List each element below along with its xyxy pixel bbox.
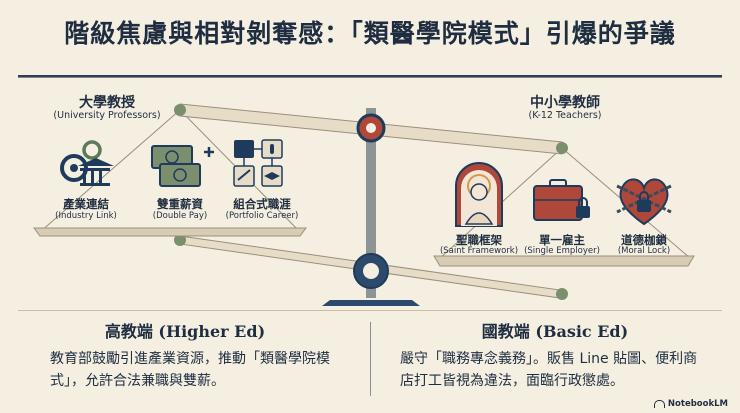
title-rule-thin	[18, 77, 722, 78]
left-pan	[33, 227, 307, 237]
panel-divider	[370, 322, 371, 396]
right-top-knob	[556, 142, 568, 154]
notebook-icon	[653, 399, 665, 408]
item-portfolio-career-sub: (Portfolio Career)	[225, 211, 299, 221]
basic-ed-body: 嚴守「職務專念義務」。販售 Line 貼圖、便利商店打工皆視為違法，面臨行政懲處…	[400, 351, 698, 389]
item-moral-lock-sub: (Moral Lock)	[617, 246, 671, 256]
item-saint-framework-label: 聖職框架	[456, 233, 502, 247]
basic-ed-title: 國教端 (Basic Ed)	[481, 322, 629, 341]
locked-briefcase-icon	[533, 179, 590, 221]
chained-heart-icon	[616, 178, 672, 226]
item-double-pay-label: 雙重薪資	[157, 197, 203, 211]
right-bottom-knob	[556, 288, 568, 300]
higher-ed-body: 教育部鼓勵引進產業資源，推動「類醫學院模式」，允許合法兼職與雙薪。	[50, 351, 330, 389]
section-rule	[18, 310, 722, 311]
scale-post	[366, 108, 376, 298]
page-title: 階級焦慮與相對剝奪感：「類醫學院模式」引爆的爭議	[64, 19, 676, 48]
left-side-title: 大學教授	[79, 95, 135, 111]
item-industry-link-label: 產業連結	[63, 197, 109, 211]
scale-base	[322, 300, 420, 306]
portfolio-grid-icon	[233, 139, 283, 187]
brand-label: NotebookLM	[667, 399, 728, 409]
money-plus-icon	[151, 145, 214, 187]
left-top-knob	[174, 104, 186, 116]
gears-building-icon	[60, 140, 114, 186]
item-saint-framework-sub: (Saint Framework)	[439, 246, 519, 256]
left-bottom-knob	[174, 234, 186, 246]
item-industry-link-sub: (Industry Link)	[55, 211, 117, 221]
right-side-title: 中小學教師	[530, 95, 600, 111]
item-moral-lock-label: 道德枷鎖	[621, 233, 667, 247]
left-side-subtitle: (University Professors)	[53, 110, 161, 121]
item-single-employer-sub: (Single Employer)	[524, 246, 600, 256]
saint-portrait-icon	[455, 162, 503, 227]
right-pan	[433, 255, 695, 267]
basic-ed-panel: 國教端 (Basic Ed) 嚴守「職務專念義務」。販售 Line 貼圖、便利商…	[370, 318, 740, 392]
higher-ed-title: 高教端 (Higher Ed)	[104, 322, 266, 341]
item-double-pay-sub: (Double Pay)	[152, 211, 208, 221]
brand-mark: NotebookLM	[653, 399, 728, 409]
item-single-employer-label: 單一雇主	[539, 233, 585, 247]
right-side-subtitle: (K-12 Teachers)	[528, 110, 602, 121]
item-portfolio-career-label: 組合式職涯	[233, 197, 291, 211]
higher-ed-panel: 高教端 (Higher Ed) 教育部鼓勵引進產業資源，推動「類醫學院模式」，允…	[0, 318, 370, 392]
title-rule	[18, 75, 722, 77]
